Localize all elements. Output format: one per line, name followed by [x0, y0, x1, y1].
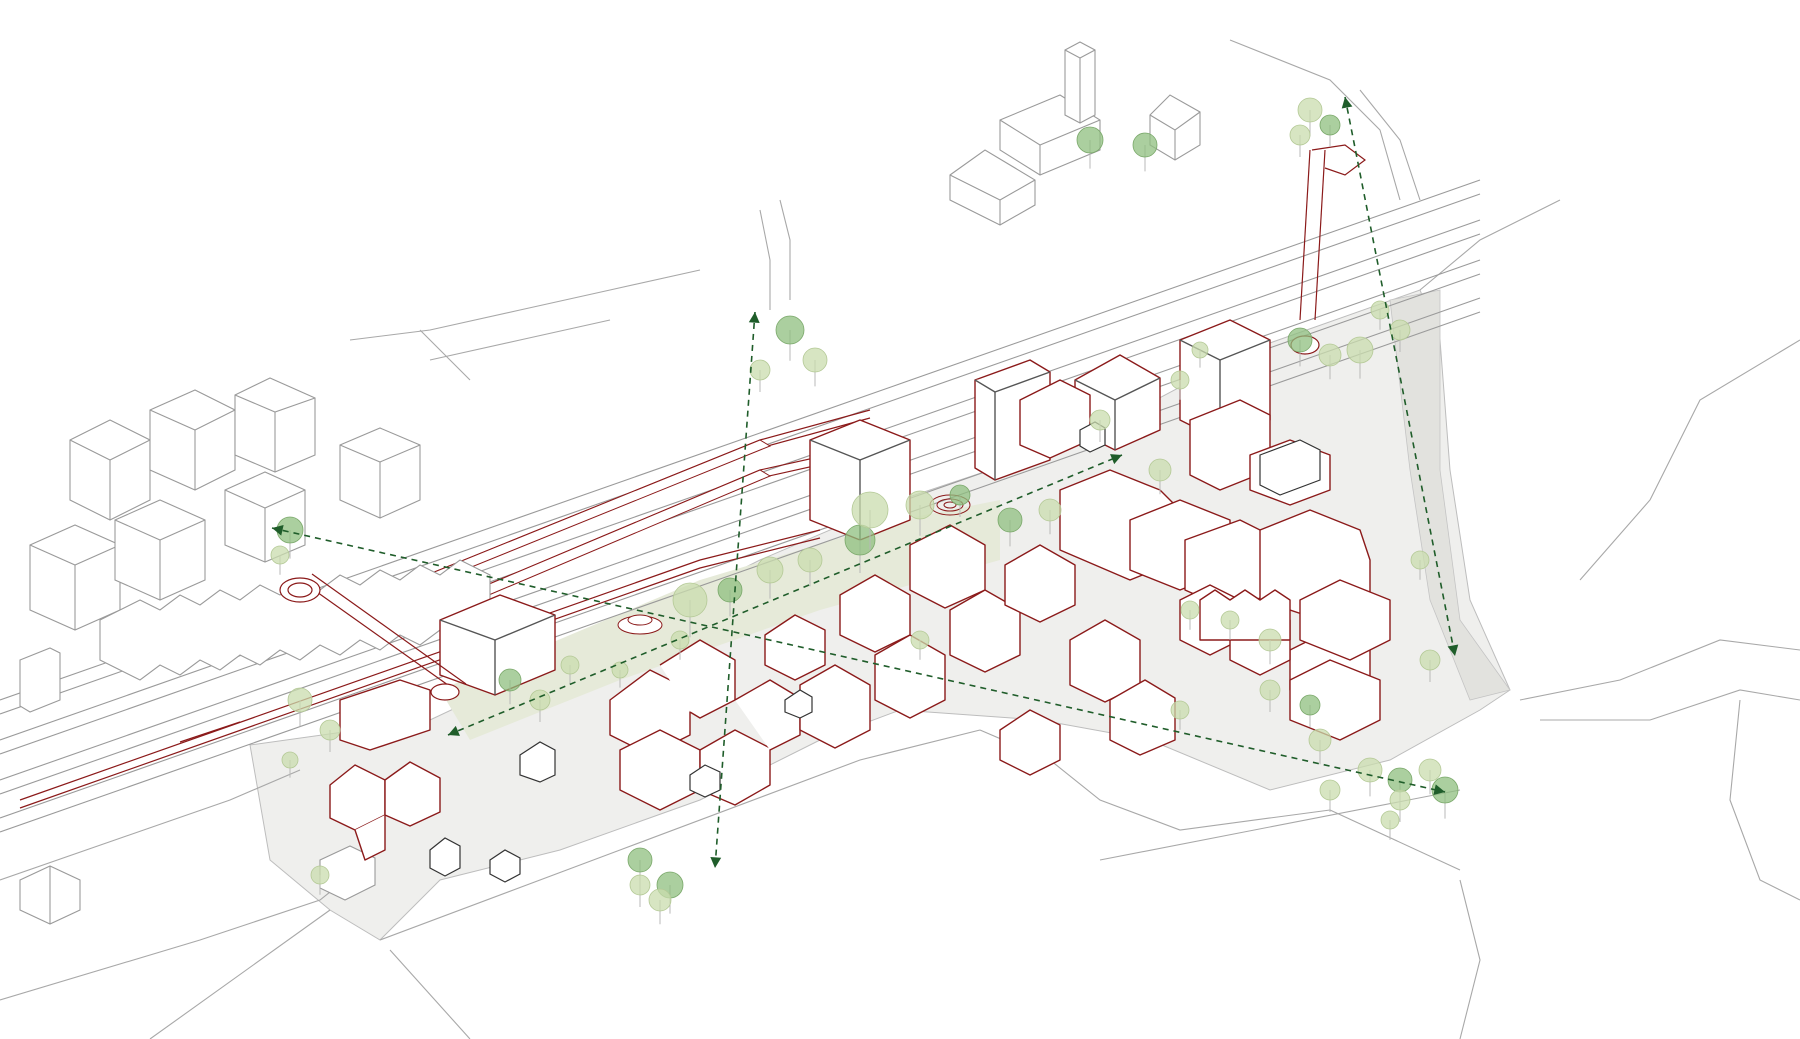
outbuildings	[429, 421, 1321, 883]
tree-icon	[1180, 600, 1200, 630]
tree-icon	[1287, 327, 1313, 367]
round-pavilion	[617, 614, 663, 635]
tree-icon	[802, 347, 828, 387]
tree-icon	[1297, 97, 1323, 137]
tree-icon	[1319, 779, 1341, 812]
tree-icon	[717, 577, 743, 617]
tree-icon	[1076, 126, 1104, 169]
tree-icon	[629, 874, 651, 907]
arrowhead-icon	[748, 312, 760, 324]
tree-icon	[1191, 341, 1209, 368]
tree-icon	[648, 888, 672, 925]
tree-icon	[997, 507, 1023, 547]
arrowhead-icon	[1341, 97, 1353, 109]
arrowhead-icon	[1447, 644, 1459, 656]
tree-icon	[1431, 776, 1459, 819]
tree-icon	[1170, 700, 1190, 730]
tree-icon	[287, 687, 313, 727]
tree-icon	[851, 491, 889, 550]
tree-icon	[498, 668, 522, 705]
tree-icon	[905, 490, 935, 536]
arrowhead-icon	[1110, 454, 1122, 465]
tree-icon	[281, 751, 299, 778]
tree-icon	[1170, 370, 1190, 400]
tree-icon	[1318, 343, 1342, 380]
tree-icon	[1380, 810, 1400, 840]
tree-icon	[1370, 300, 1390, 330]
tree-icon	[1410, 550, 1430, 580]
tree-icon	[949, 484, 971, 517]
arrowhead-icon	[710, 856, 722, 868]
tree-icon	[844, 524, 876, 573]
tree-icon	[672, 582, 708, 638]
tree-icon	[560, 655, 580, 685]
tree-icon	[1346, 336, 1374, 379]
tree-icon	[1220, 610, 1240, 640]
tree-icon	[1089, 409, 1111, 442]
tree-icon	[1259, 679, 1281, 712]
connection-arrow	[447, 454, 1123, 736]
context-buildings-left	[19, 377, 491, 925]
trees	[270, 97, 1459, 925]
tree-icon	[1308, 728, 1332, 765]
footbridge-west	[279, 573, 467, 701]
tree-icon	[1419, 649, 1441, 682]
tree-icon	[1258, 628, 1282, 665]
arrowhead-icon	[448, 725, 460, 736]
tree-icon	[310, 865, 330, 895]
context-buildings-north	[949, 41, 1201, 226]
tree-icon	[1319, 114, 1341, 147]
tree-icon	[670, 630, 690, 660]
tree-icon	[1289, 124, 1311, 157]
connection-arrow	[714, 311, 756, 869]
tree-icon	[910, 630, 930, 660]
tree-icon	[1148, 458, 1172, 495]
tree-icon	[1132, 132, 1158, 172]
connection-arrows	[271, 96, 1459, 869]
new-buildings	[329, 319, 1391, 861]
tree-icon	[1418, 758, 1442, 795]
connection-arrow	[1344, 96, 1456, 657]
tree-icon	[775, 315, 805, 361]
tree-icon	[749, 359, 771, 392]
right-embankment	[1389, 289, 1511, 701]
tree-icon	[1299, 694, 1321, 727]
tree-icon	[797, 547, 823, 587]
tree-icon	[1389, 319, 1411, 352]
arrowhead-icon	[272, 525, 284, 536]
tree-icon	[1038, 498, 1062, 535]
tree-icon	[270, 545, 290, 575]
tree-icon	[1389, 789, 1411, 822]
connection-arrow	[271, 527, 1446, 793]
tree-icon	[319, 719, 341, 752]
arrowhead-icon	[1433, 784, 1445, 795]
tree-icon	[756, 556, 784, 599]
